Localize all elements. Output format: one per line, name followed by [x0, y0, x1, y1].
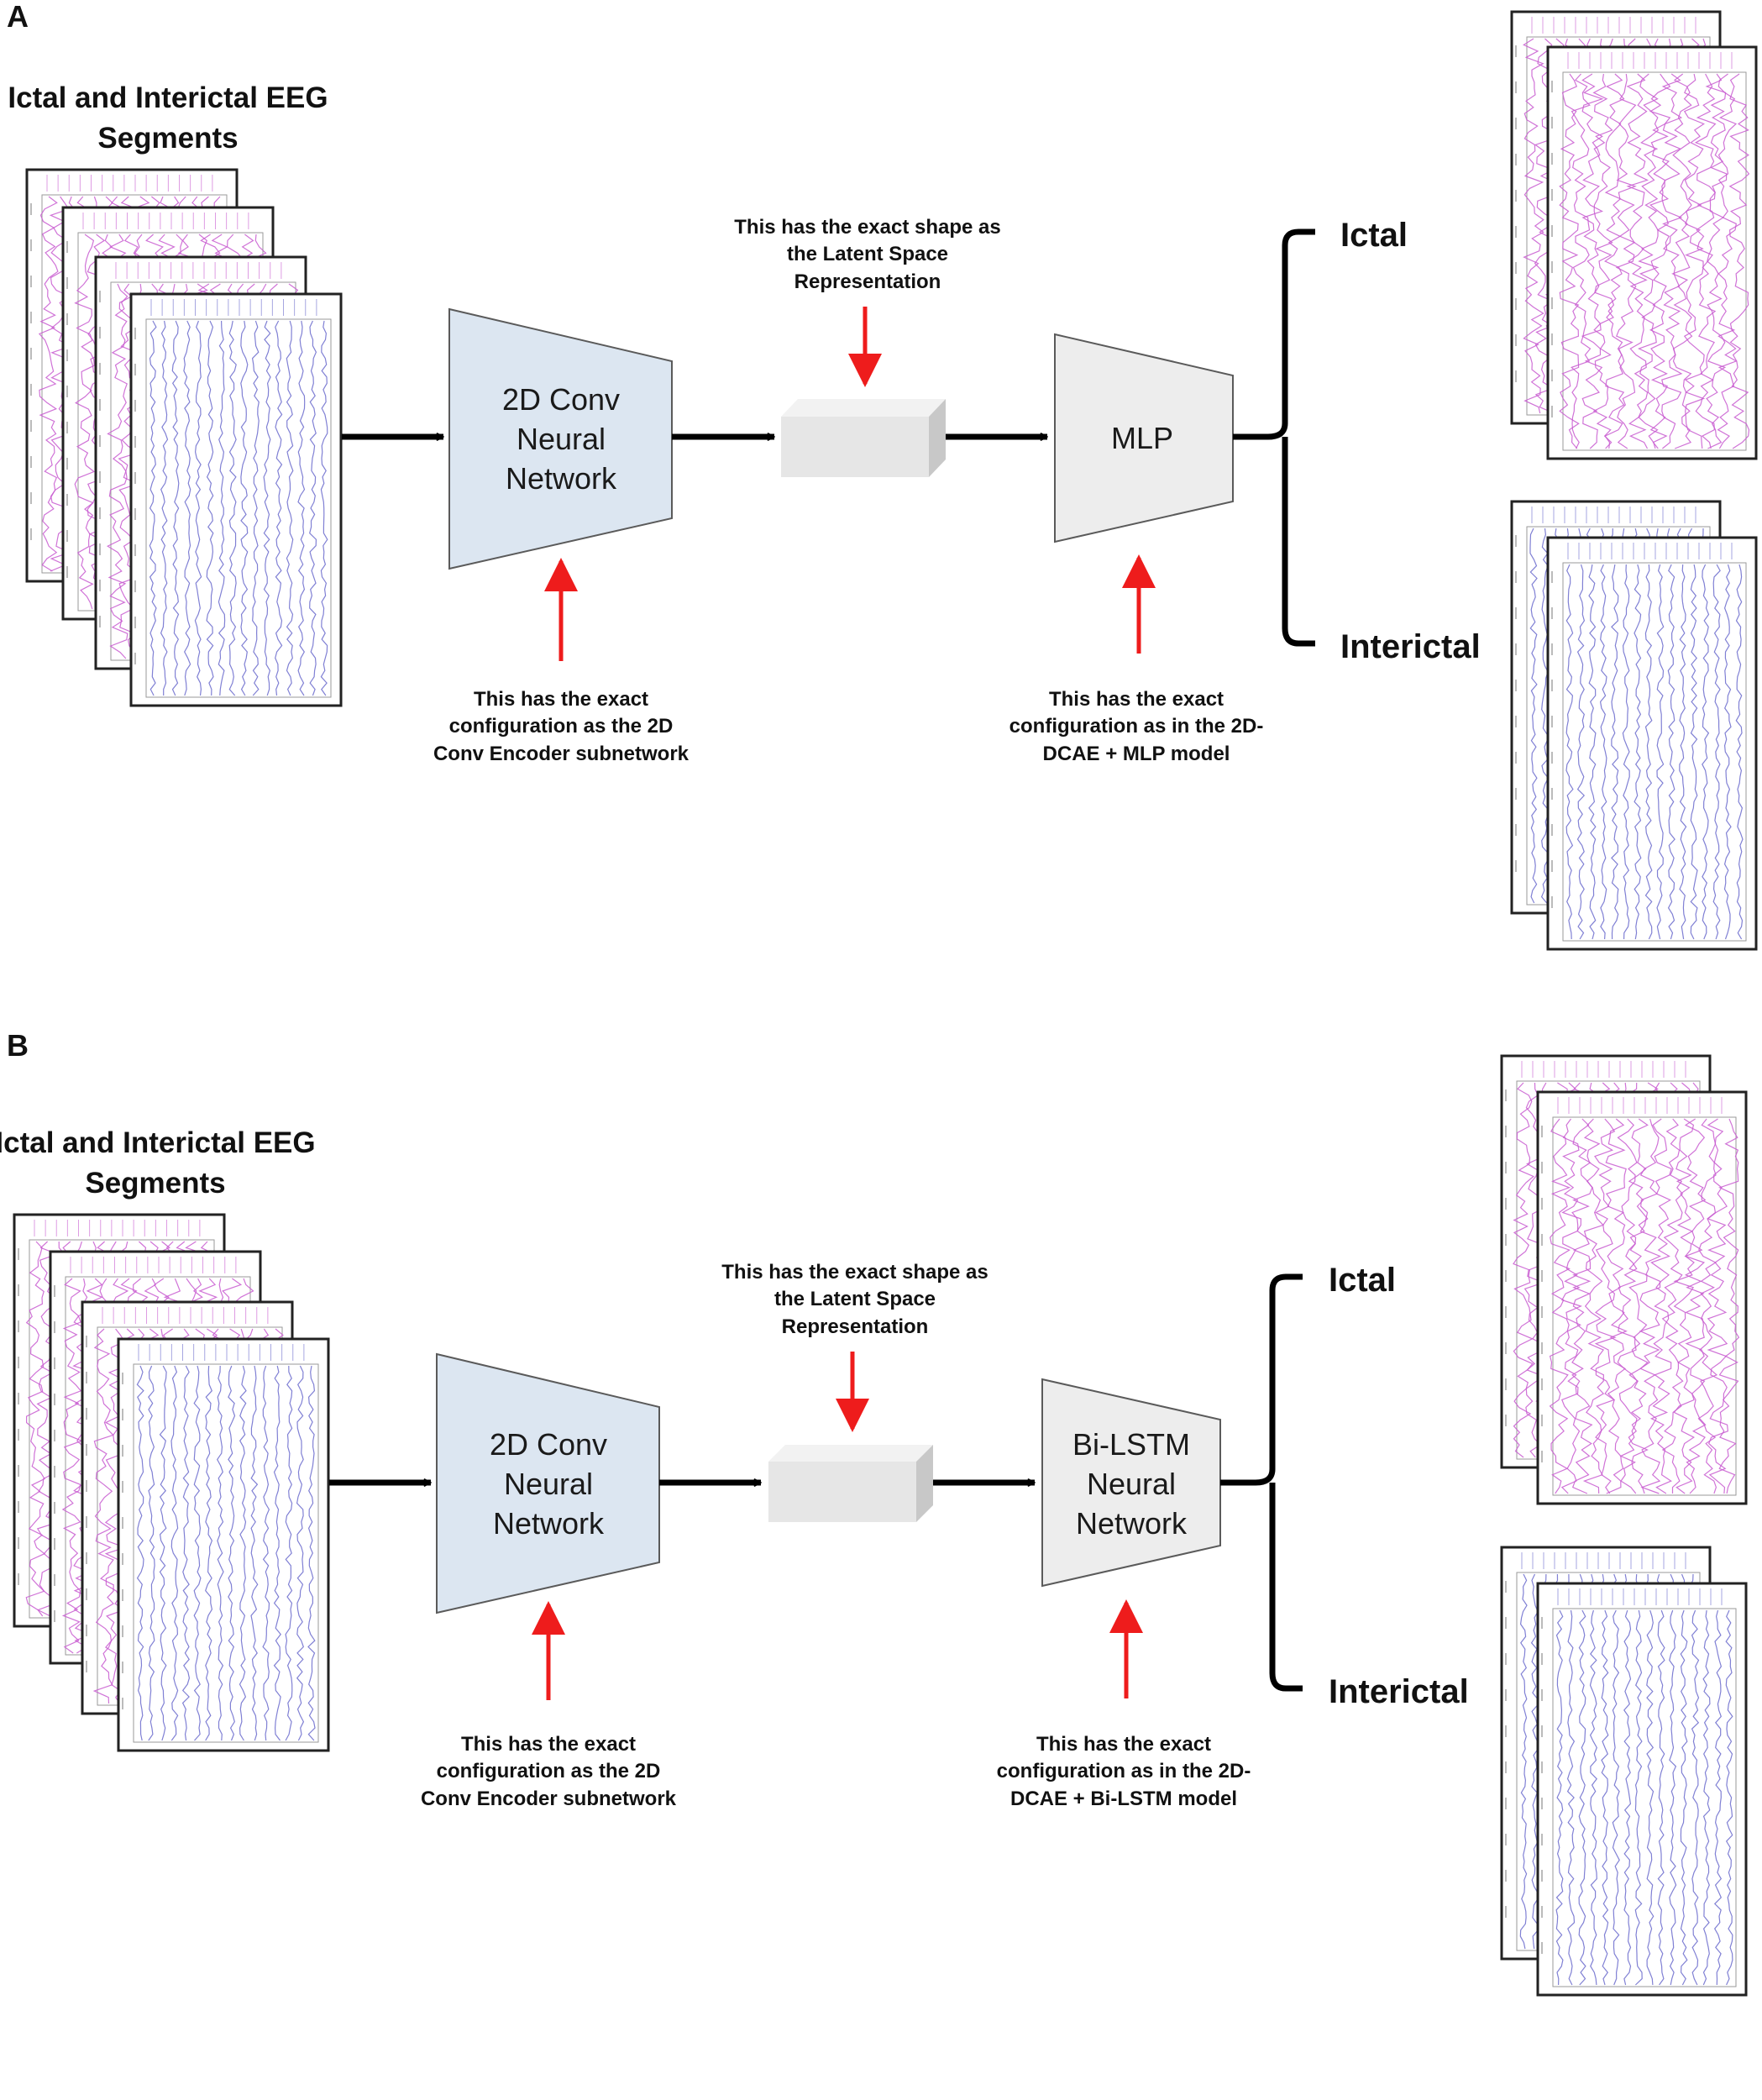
panel-a-encoder-trapezoid — [448, 307, 673, 570]
panel-a-classifier-note-line1: This has the exact — [1049, 688, 1224, 711]
panel-a-output-interictal-label: Interictal — [1340, 628, 1481, 665]
panel-a-encoder-label-line1: 2D Conv — [502, 382, 620, 417]
panel-b-output-bracket — [1220, 1273, 1303, 1692]
panel-a-input-title-line2: Segments — [97, 122, 238, 155]
panel-a-latent-note-line3: Representation — [794, 270, 941, 293]
panel-b-output-interictal-label: Interictal — [1329, 1673, 1469, 1710]
panel-b-classifier-note-line1: This has the exact — [1036, 1733, 1211, 1756]
eeg-segment-interictal — [129, 292, 343, 707]
panel-a-encoder-note-line3: Conv Encoder subnetwork — [433, 743, 690, 765]
panel-b-ictal-output-stack — [1500, 1054, 1748, 1505]
panel-a-encoder-label-line2: Neural — [517, 422, 606, 456]
panel-b-encoder-trapezoid — [436, 1352, 660, 1614]
panel-a-latent-space-block — [781, 399, 946, 477]
eeg-segment-interictal — [1546, 536, 1758, 951]
panel-a-classifier-note-line2: configuration as in the 2D- — [1009, 715, 1264, 738]
eeg-segment-interictal — [117, 1337, 330, 1752]
panel-a-input-title-line1: Ictal and Interictal EEG — [8, 81, 328, 114]
panel-a-latent-note-line2: the Latent Space — [787, 243, 948, 265]
panel-b-classifier-label-line2: Neural — [1087, 1467, 1176, 1501]
panel-b-interictal-output-stack — [1500, 1546, 1748, 1997]
eeg-segment-interictal — [1536, 1582, 1748, 1997]
panel-b-output-ictal-label: Ictal — [1329, 1262, 1396, 1299]
panel-a-classifier-trapezoid — [1054, 333, 1234, 543]
panel-a-output-bracket — [1233, 228, 1315, 647]
panel-a-interictal-output-stack — [1510, 500, 1758, 951]
panel-b-latent-note-line3: Representation — [782, 1315, 929, 1338]
panel-b-encoder-label-line1: 2D Conv — [490, 1427, 607, 1462]
panel-a-eeg-input-stack — [25, 168, 343, 707]
panel-b-input-title-line1: Ictal and Interictal EEG — [0, 1126, 316, 1159]
panel-a-encoder-note-line1: This has the exact — [474, 688, 648, 711]
panel-b-latent-space-block — [768, 1445, 933, 1522]
panel-a: A Ictal and Interictal EEG Segments 2D C… — [7, 0, 1758, 951]
panel-a-output-ictal-label: Ictal — [1340, 217, 1408, 254]
panel-b-encoder-note-line3: Conv Encoder subnetwork — [421, 1788, 677, 1810]
eeg-segment-ictal — [1536, 1090, 1748, 1505]
panel-a-letter: A — [7, 0, 29, 34]
panel-b-latent-note-line2: the Latent Space — [774, 1288, 936, 1310]
panel-b-eeg-input-stack — [13, 1213, 330, 1752]
panel-b: B Ictal and Interictal EEG Segments 2D C… — [0, 1028, 1748, 1997]
panel-a-encoder-label-line3: Network — [506, 461, 617, 496]
panel-b-encoder-label-line3: Network — [493, 1506, 605, 1541]
panel-b-classifier-label-line1: Bi-LSTM — [1072, 1427, 1190, 1462]
panel-b-classifier-note-line2: configuration as in the 2D- — [997, 1760, 1251, 1782]
panel-b-classifier-label-line3: Network — [1076, 1506, 1188, 1541]
panel-a-encoder-note-line2: configuration as the 2D — [449, 715, 674, 738]
panel-a-classifier-label-line1: MLP — [1111, 421, 1173, 455]
panel-b-encoder-label-line2: Neural — [504, 1467, 593, 1501]
panel-b-latent-note-line1: This has the exact shape as — [721, 1261, 988, 1284]
panel-b-classifier-trapezoid — [1041, 1378, 1221, 1588]
panel-b-letter: B — [7, 1028, 29, 1063]
panel-b-classifier-note-line3: DCAE + Bi-LSTM model — [1010, 1788, 1237, 1810]
eeg-segment-ictal — [1546, 45, 1758, 460]
panel-a-latent-note-line1: This has the exact shape as — [734, 216, 1000, 239]
panel-b-encoder-note-line2: configuration as the 2D — [437, 1760, 661, 1782]
panel-a-classifier-note-line3: DCAE + MLP model — [1043, 743, 1230, 765]
panel-a-ictal-output-stack — [1510, 10, 1758, 460]
panel-b-encoder-note-line1: This has the exact — [461, 1733, 636, 1756]
panel-b-input-title-line2: Segments — [85, 1167, 225, 1200]
